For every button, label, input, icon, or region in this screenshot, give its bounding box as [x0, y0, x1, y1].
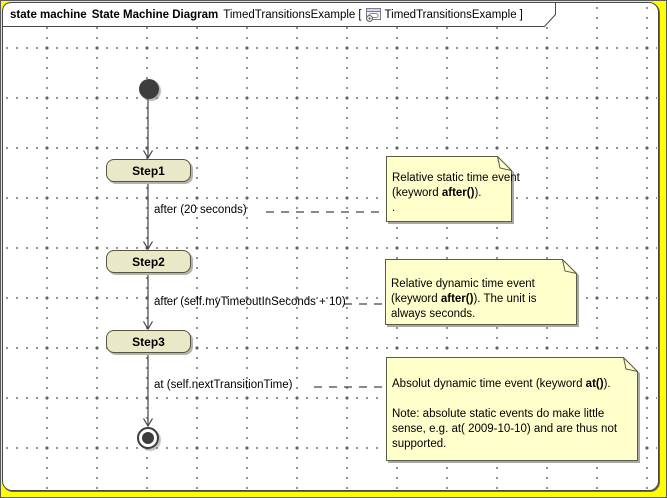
- diagram-title: state machine State Machine Diagram TimedT…: [10, 6, 523, 23]
- note-text: Absolut dynamic time event (keyword at()…: [392, 378, 618, 450]
- title-tab-shape: [2, 2, 556, 27]
- title-open-bracket: [: [358, 8, 362, 21]
- state-step2[interactable]: Step2: [106, 250, 191, 273]
- title-kind: state machine: [10, 8, 87, 21]
- state-step1[interactable]: Step1: [106, 159, 191, 182]
- state-step3[interactable]: Step3: [106, 330, 191, 353]
- state-machine-diagram-icon: [365, 8, 381, 22]
- note-text: Relative dynamic time event (keyword aft…: [391, 278, 537, 320]
- title-diagram-type: State Machine Diagram: [91, 8, 219, 21]
- transition-label-3[interactable]: at (self.nextTransitionTime): [154, 379, 293, 391]
- note-shape: [386, 357, 638, 461]
- title-tab-ref: TimedTransitionsExample: [384, 8, 517, 21]
- initial-state-node[interactable]: [139, 79, 159, 99]
- transition-label-1[interactable]: after (20 seconds): [154, 204, 247, 216]
- note-shape: [386, 156, 512, 222]
- note-absolute-dynamic[interactable]: Absolut dynamic time event (keyword at()…: [386, 357, 638, 461]
- note-relative-static[interactable]: Relative static time event (keyword afte…: [386, 156, 520, 222]
- diagram-frame[interactable]: state machine State Machine Diagram TimedT…: [2, 2, 659, 491]
- note-relative-dynamic[interactable]: Relative dynamic time event (keyword aft…: [385, 259, 577, 325]
- title-diagram-name: TimedTransitionsExample: [223, 8, 356, 21]
- diagram-title-tab[interactable]: state machine State Machine Diagram TimedT…: [2, 2, 560, 29]
- state-step1-label: Step1: [132, 163, 165, 178]
- state-step3-label: Step3: [132, 334, 165, 349]
- title-close-bracket: ]: [519, 8, 523, 21]
- state-step2-label: Step2: [132, 254, 165, 269]
- transition-label-2[interactable]: after (self.myTimeoutInSeconds + 10): [154, 296, 346, 308]
- note-shape: [385, 259, 577, 325]
- final-state-inner-dot: [142, 432, 154, 444]
- note-text: Relative static time event (keyword afte…: [392, 172, 520, 214]
- final-state-node[interactable]: [137, 427, 159, 449]
